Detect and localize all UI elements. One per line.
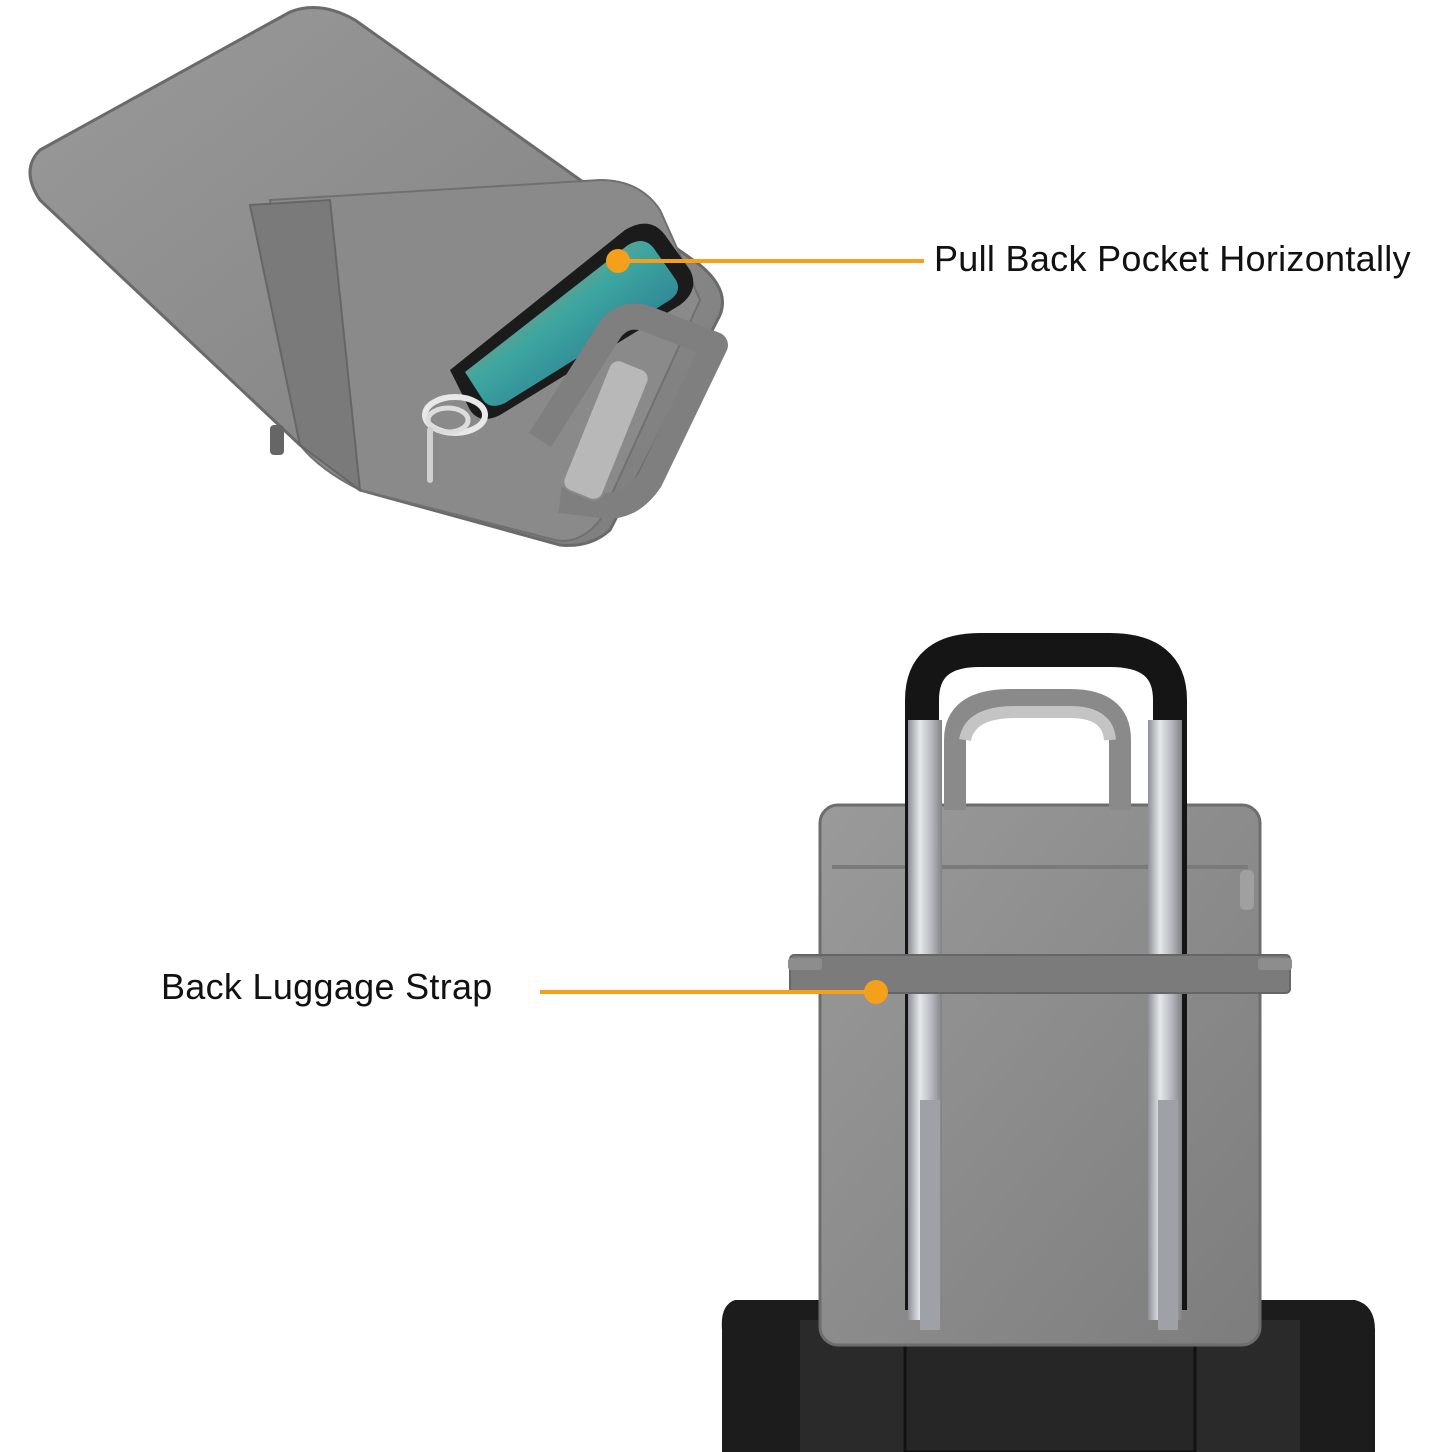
bag-handle [944,689,1131,810]
phone [450,223,694,419]
sleeve-bag [818,803,1262,1347]
callout-top-pointer [606,249,924,273]
luggage-strap [789,954,1291,994]
carry-handle [529,303,728,519]
luggage-scene [721,633,1375,1452]
pocket-strap [248,198,362,493]
callout-bottom-pointer [540,980,888,1004]
cable-icon [422,394,488,483]
luggage-handle [905,633,1187,1330]
zipper-pull [1240,870,1254,910]
zipper-pull [270,425,284,455]
callout-label-luggage-strap: Back Luggage Strap [161,966,493,1007]
sleeve-top-view [28,6,728,547]
callout-label-back-pocket: Pull Back Pocket Horizontally [934,238,1411,279]
